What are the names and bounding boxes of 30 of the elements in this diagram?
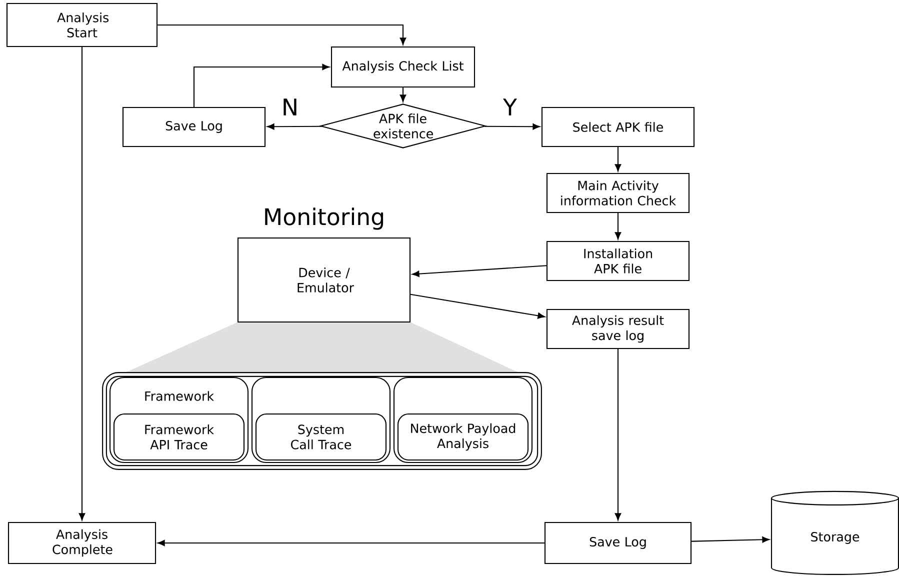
arrow [400,88,406,102]
arrow [484,124,540,130]
process-box: Analysis Complete [8,522,156,564]
arrow [158,540,544,546]
arrow [692,536,770,543]
arrow [193,64,330,107]
edge-label: Y [501,96,519,118]
process-box: Analysis Start [6,2,158,48]
edge-label: N [280,96,300,118]
process-box: Installation APK file [546,240,690,282]
trace-box: Framework API Trace [113,413,245,461]
process-box: Save Log [544,522,692,564]
process-box: Analysis result save log [546,308,690,350]
arrow [267,124,322,130]
process-box: Main Activity information Check [546,172,690,214]
process-box: Save Log [122,106,266,148]
process-box: Analysis Check List [330,46,476,88]
arrow [412,265,547,277]
arrow [158,24,406,45]
trace-box: Network Payload Analysis [397,413,529,461]
trace-box: System Call Trace [255,413,387,461]
arrow [614,349,622,520]
section-heading: Monitoring [265,208,384,230]
process-box: Select APK file [541,106,695,148]
arrow [78,47,86,520]
storage-cylinder: Storage [770,490,899,575]
arrow [614,147,622,172]
arrow [410,294,545,319]
arrow [614,213,622,240]
process-box: Device / Emulator [237,237,411,323]
